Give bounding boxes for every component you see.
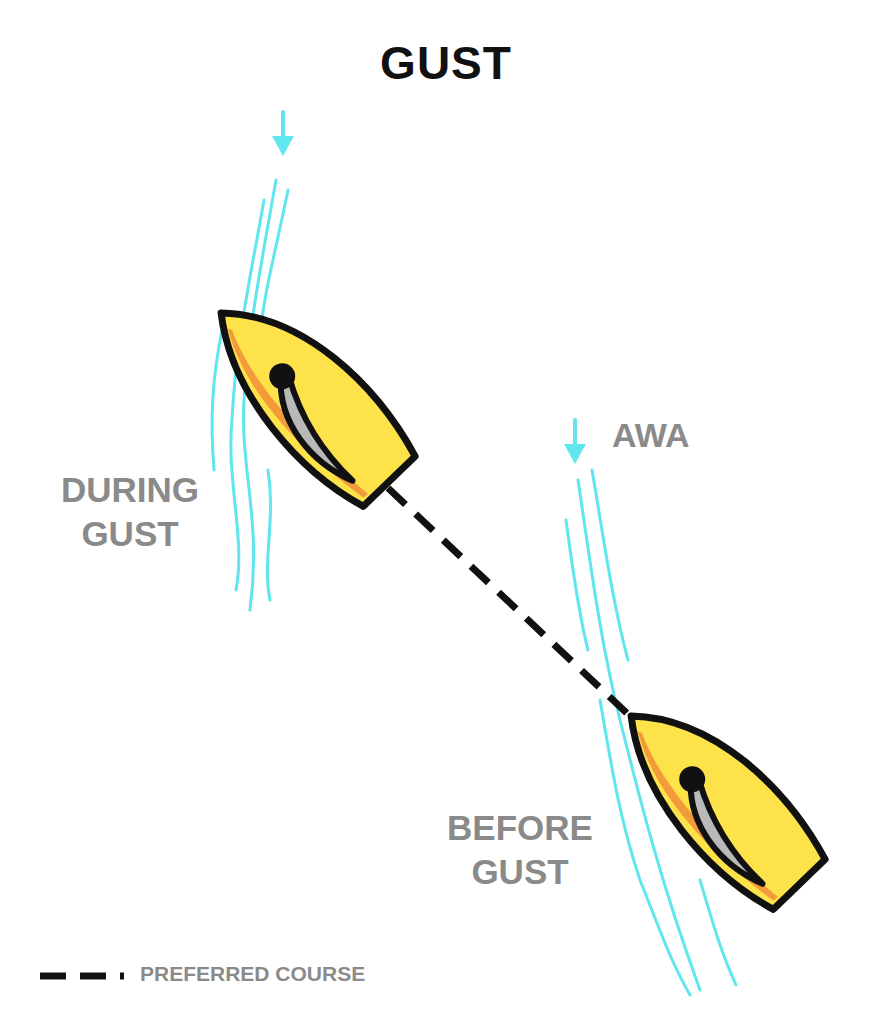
wind-label: AWA (612, 414, 732, 457)
legend-text: PREFERRED COURSE (140, 962, 365, 986)
boat-before-gust (599, 680, 834, 919)
legend-sample (40, 973, 124, 980)
title: GUST (0, 36, 892, 90)
boat-label: DURING GUST (40, 468, 220, 556)
preferred-course (388, 488, 632, 718)
boat-during-gust (189, 277, 424, 516)
wind-streaks (212, 180, 736, 995)
boat-label: BEFORE GUST (430, 806, 610, 894)
